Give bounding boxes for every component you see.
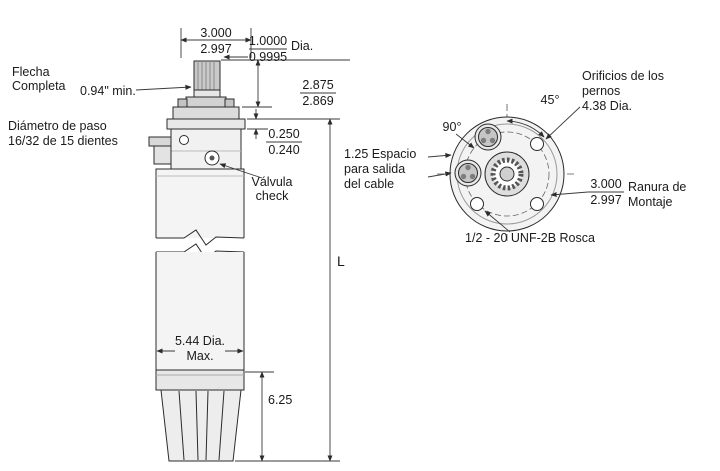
label-paso-line1: Diámetro de paso [8,119,107,133]
label-thread: 1/2 - 20 UNF-2B Rosca [465,231,595,245]
dim-lower-len: 6.25 [268,393,292,407]
label-slot-line2: Montaje [628,195,673,209]
angle-45-arc [506,118,545,138]
label-paso-line2: 16/32 de 15 dientes [8,134,118,148]
label-angle-45: 45° [541,93,560,107]
bottom-casting [160,389,242,462]
label-pernos-line1: Orificios de los [582,69,664,83]
thread-leader [484,210,511,233]
label-cable-line2: para salida [344,162,405,176]
label-slot-line1: Ranura de [628,180,686,194]
end-view-drawing [437,104,577,244]
label-cable-line3: del cable [344,177,394,191]
label-valvula-line2: check [256,189,289,203]
cable-lead-guard [148,136,172,147]
label-cable-line1: 1.25 Espacio [344,147,416,161]
dim-body-dia-line2: Max. [186,349,213,363]
label-pernos-line2: pernos [582,84,620,98]
dim-shaft-dia-min: 0.9995 [249,50,287,64]
end-view-dimension-lines [427,106,624,233]
label-pernos-dia: 4.38 Dia. [582,99,632,113]
dim-step-min: 0.240 [268,143,299,157]
side-view-dimension-lines [135,28,350,462]
dim-slot-max: 3.000 [590,177,621,191]
top-end-bell [148,98,246,170]
slot-leader [550,191,589,198]
dim-slot-min: 2.997 [590,193,621,207]
end-view-text: Orificios de los pernos 4.38 Dia. 45° 90… [344,69,686,245]
angle-90-leader [455,133,475,149]
label-flecha-line1: Flecha [12,65,50,79]
spline-hub [484,151,530,197]
label-angle-90: 90° [443,120,462,134]
side-view-text: Flecha Completa 0.94" min. Diámetro de p… [8,26,345,407]
motor-body [155,168,245,391]
cable-connector-2 [454,159,482,187]
bolt-holes [470,137,544,211]
dim-overall-length: L [337,253,345,269]
dim-step-max: 0.250 [268,127,299,141]
label-flecha-line2: Completa [12,79,66,93]
dim-spline-len-max: 3.000 [200,26,231,40]
dim-shaft-dia-max: 1.0000 [249,34,287,48]
break-line-top [156,229,245,246]
splined-shaft [185,60,227,108]
label-valvula-line1: Válvula [252,175,293,189]
dim-dia-suffix: Dia. [291,39,313,53]
check-valve-leader [219,163,263,179]
side-view-drawing [148,60,246,462]
dim-body-dia-line1: 5.44 Dia. [175,334,225,348]
bolt-hole-leader [545,106,581,140]
dim-spline-len-min: 2.997 [200,42,231,56]
dim-shaft-ext-min: 2.869 [302,94,333,108]
cable-connector-1 [474,123,502,151]
label-shaft-min: 0.94" min. [80,84,136,98]
shaft-leader [135,84,192,91]
dim-shaft-ext-max: 2.875 [302,78,333,92]
